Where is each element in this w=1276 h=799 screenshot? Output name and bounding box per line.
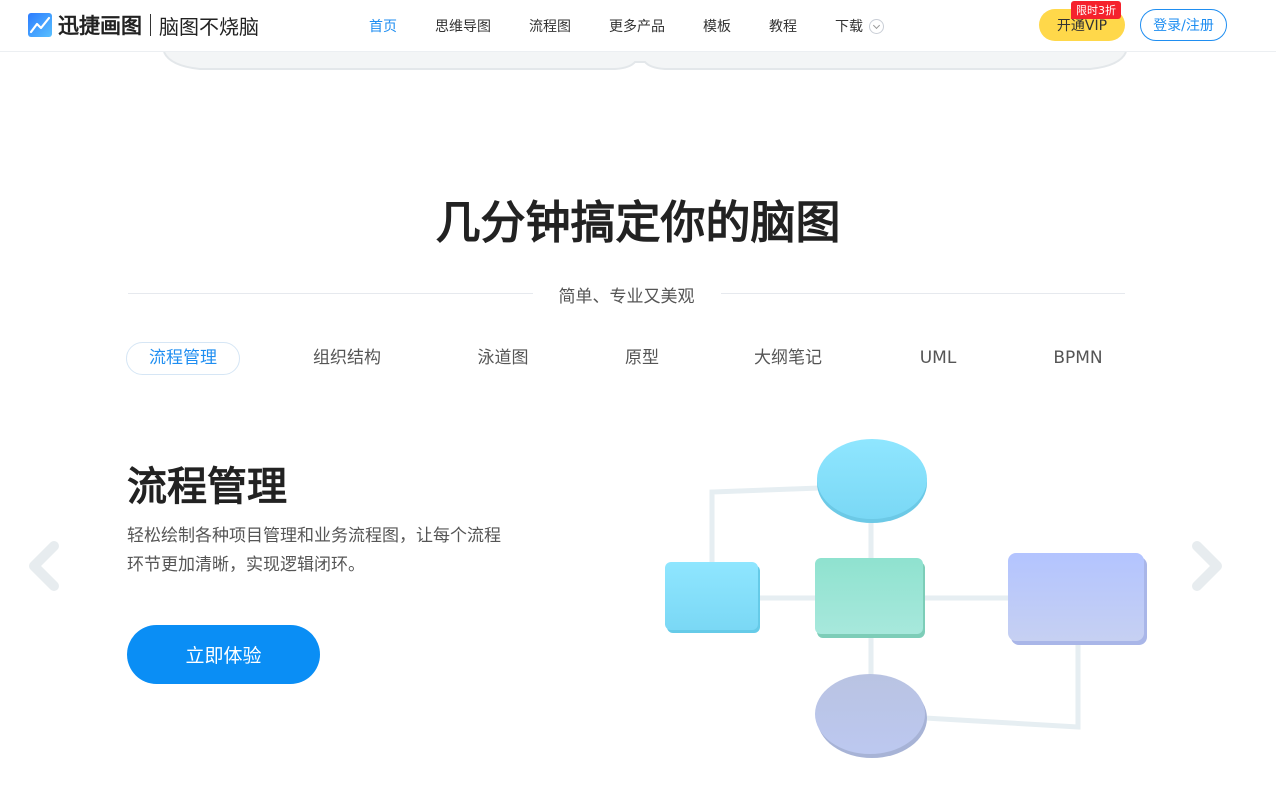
- bottom-ellipse-node: [815, 674, 925, 754]
- main-nav: 首页 思维导图 流程图 更多产品 模板 教程 下载: [369, 0, 922, 52]
- prev-arrow-icon[interactable]: [24, 540, 60, 592]
- section-subtitle-row: 简单、专业又美观: [128, 280, 1125, 308]
- nav-tutorials[interactable]: 教程: [769, 19, 797, 35]
- middle-rect-node: [815, 558, 923, 634]
- brand-divider: [150, 14, 151, 36]
- left-rect-node: [665, 562, 758, 630]
- feature-description: 轻松绘制各种项目管理和业务流程图，让每个流程环节更加清晰，实现逻辑闭环。: [127, 526, 501, 575]
- brand-name: 迅捷画图: [58, 14, 142, 38]
- feature-title: 流程管理: [127, 464, 287, 510]
- nav-mindmap[interactable]: 思维导图: [435, 19, 491, 35]
- nav-flowchart[interactable]: 流程图: [529, 19, 571, 35]
- nav-download-label: 下载: [835, 19, 863, 35]
- section-title: 几分钟搞定你的脑图: [435, 196, 841, 249]
- try-now-button[interactable]: 立即体验: [127, 625, 320, 684]
- subtitle-divider-right: [721, 293, 1125, 294]
- top-ellipse-node: [817, 439, 927, 519]
- nav-more-products[interactable]: 更多产品: [609, 19, 665, 35]
- nav-download[interactable]: 下载: [835, 16, 884, 36]
- nav-home[interactable]: 首页: [369, 19, 397, 35]
- tab-process-management[interactable]: 流程管理: [126, 342, 240, 375]
- tab-org-structure[interactable]: 组织结构: [313, 348, 381, 368]
- brand-logo[interactable]: 迅捷画图 脑图不烧脑: [28, 10, 259, 40]
- brand-slogan: 脑图不烧脑: [159, 14, 259, 39]
- device-frame-edge: [163, 52, 1127, 70]
- tab-uml[interactable]: UML: [919, 348, 957, 368]
- section-subtitle: 简单、专业又美观: [558, 287, 695, 307]
- next-arrow-icon[interactable]: [1191, 540, 1227, 592]
- tab-outline-notes[interactable]: 大纲笔记: [754, 348, 822, 368]
- feature-tabs: 流程管理 组织结构 泳道图 原型 大纲笔记 UML BPMN: [126, 342, 1126, 375]
- right-rect-node: [1008, 553, 1144, 641]
- logo-icon: [28, 13, 52, 37]
- top-header: 迅捷画图 脑图不烧脑 首页 思维导图 流程图 更多产品 模板 教程 下载 开通V…: [0, 0, 1276, 52]
- tab-prototype[interactable]: 原型: [625, 348, 659, 368]
- tab-swimlane[interactable]: 泳道图: [477, 348, 529, 368]
- nav-templates[interactable]: 模板: [703, 19, 731, 35]
- login-register-button[interactable]: 登录/注册: [1140, 9, 1227, 41]
- subtitle-divider-left: [128, 293, 533, 294]
- discount-badge: 限时3折: [1071, 1, 1121, 19]
- chevron-down-icon: [869, 18, 884, 34]
- flowchart-illustration: [665, 439, 1147, 758]
- tab-bpmn[interactable]: BPMN: [1053, 348, 1103, 368]
